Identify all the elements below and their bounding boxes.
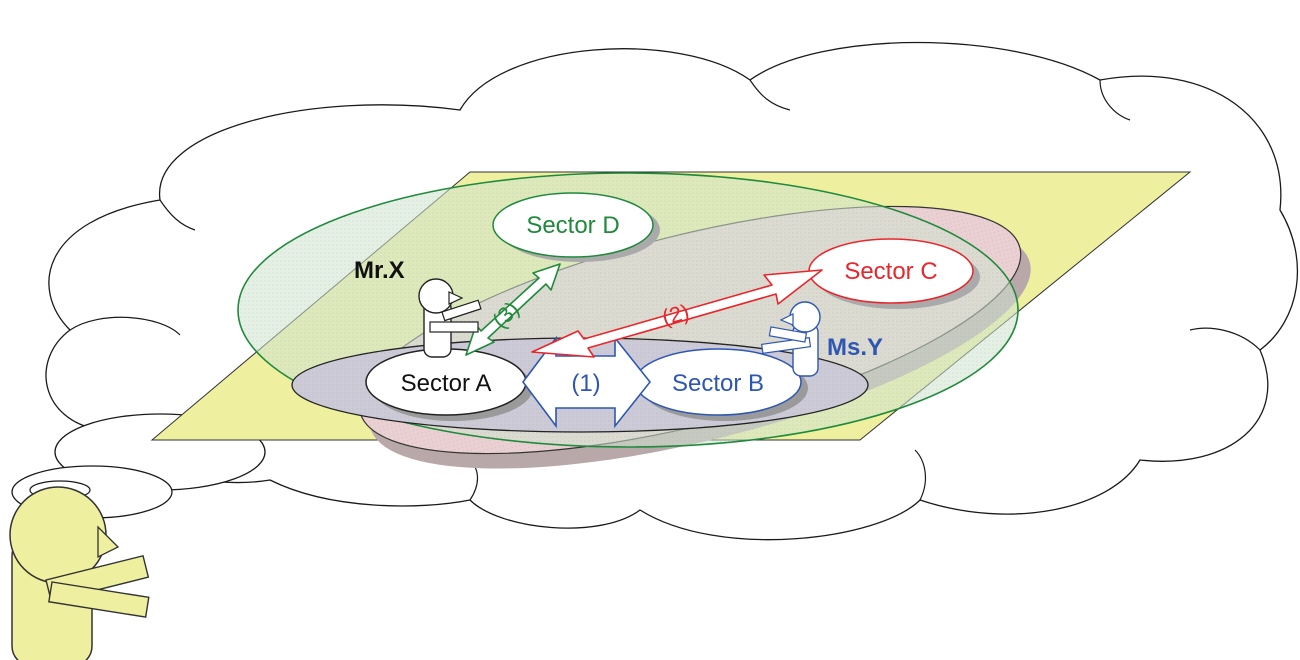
ms-y-figure xyxy=(760,301,821,377)
sector-b: Sector B xyxy=(634,348,808,421)
thinking-person xyxy=(9,486,150,660)
sector-d-label: Sector D xyxy=(526,212,619,239)
sector-c: Sector C xyxy=(808,238,980,309)
sector-a: Sector A xyxy=(365,348,533,421)
mr-x-label: Mr.X xyxy=(354,257,405,284)
sector-d: Sector D xyxy=(492,192,660,262)
sector-b-label: Sector B xyxy=(672,370,764,397)
mr-x-figure xyxy=(418,278,482,358)
ms-y-label: Ms.Y xyxy=(827,334,883,361)
link-1-label: (1) xyxy=(571,370,600,397)
sector-c-label: Sector C xyxy=(844,258,937,285)
link-2-arrow: (2) xyxy=(531,269,823,358)
link-1-arrow: (1) xyxy=(522,335,652,429)
sector-a-label: Sector A xyxy=(401,370,492,397)
